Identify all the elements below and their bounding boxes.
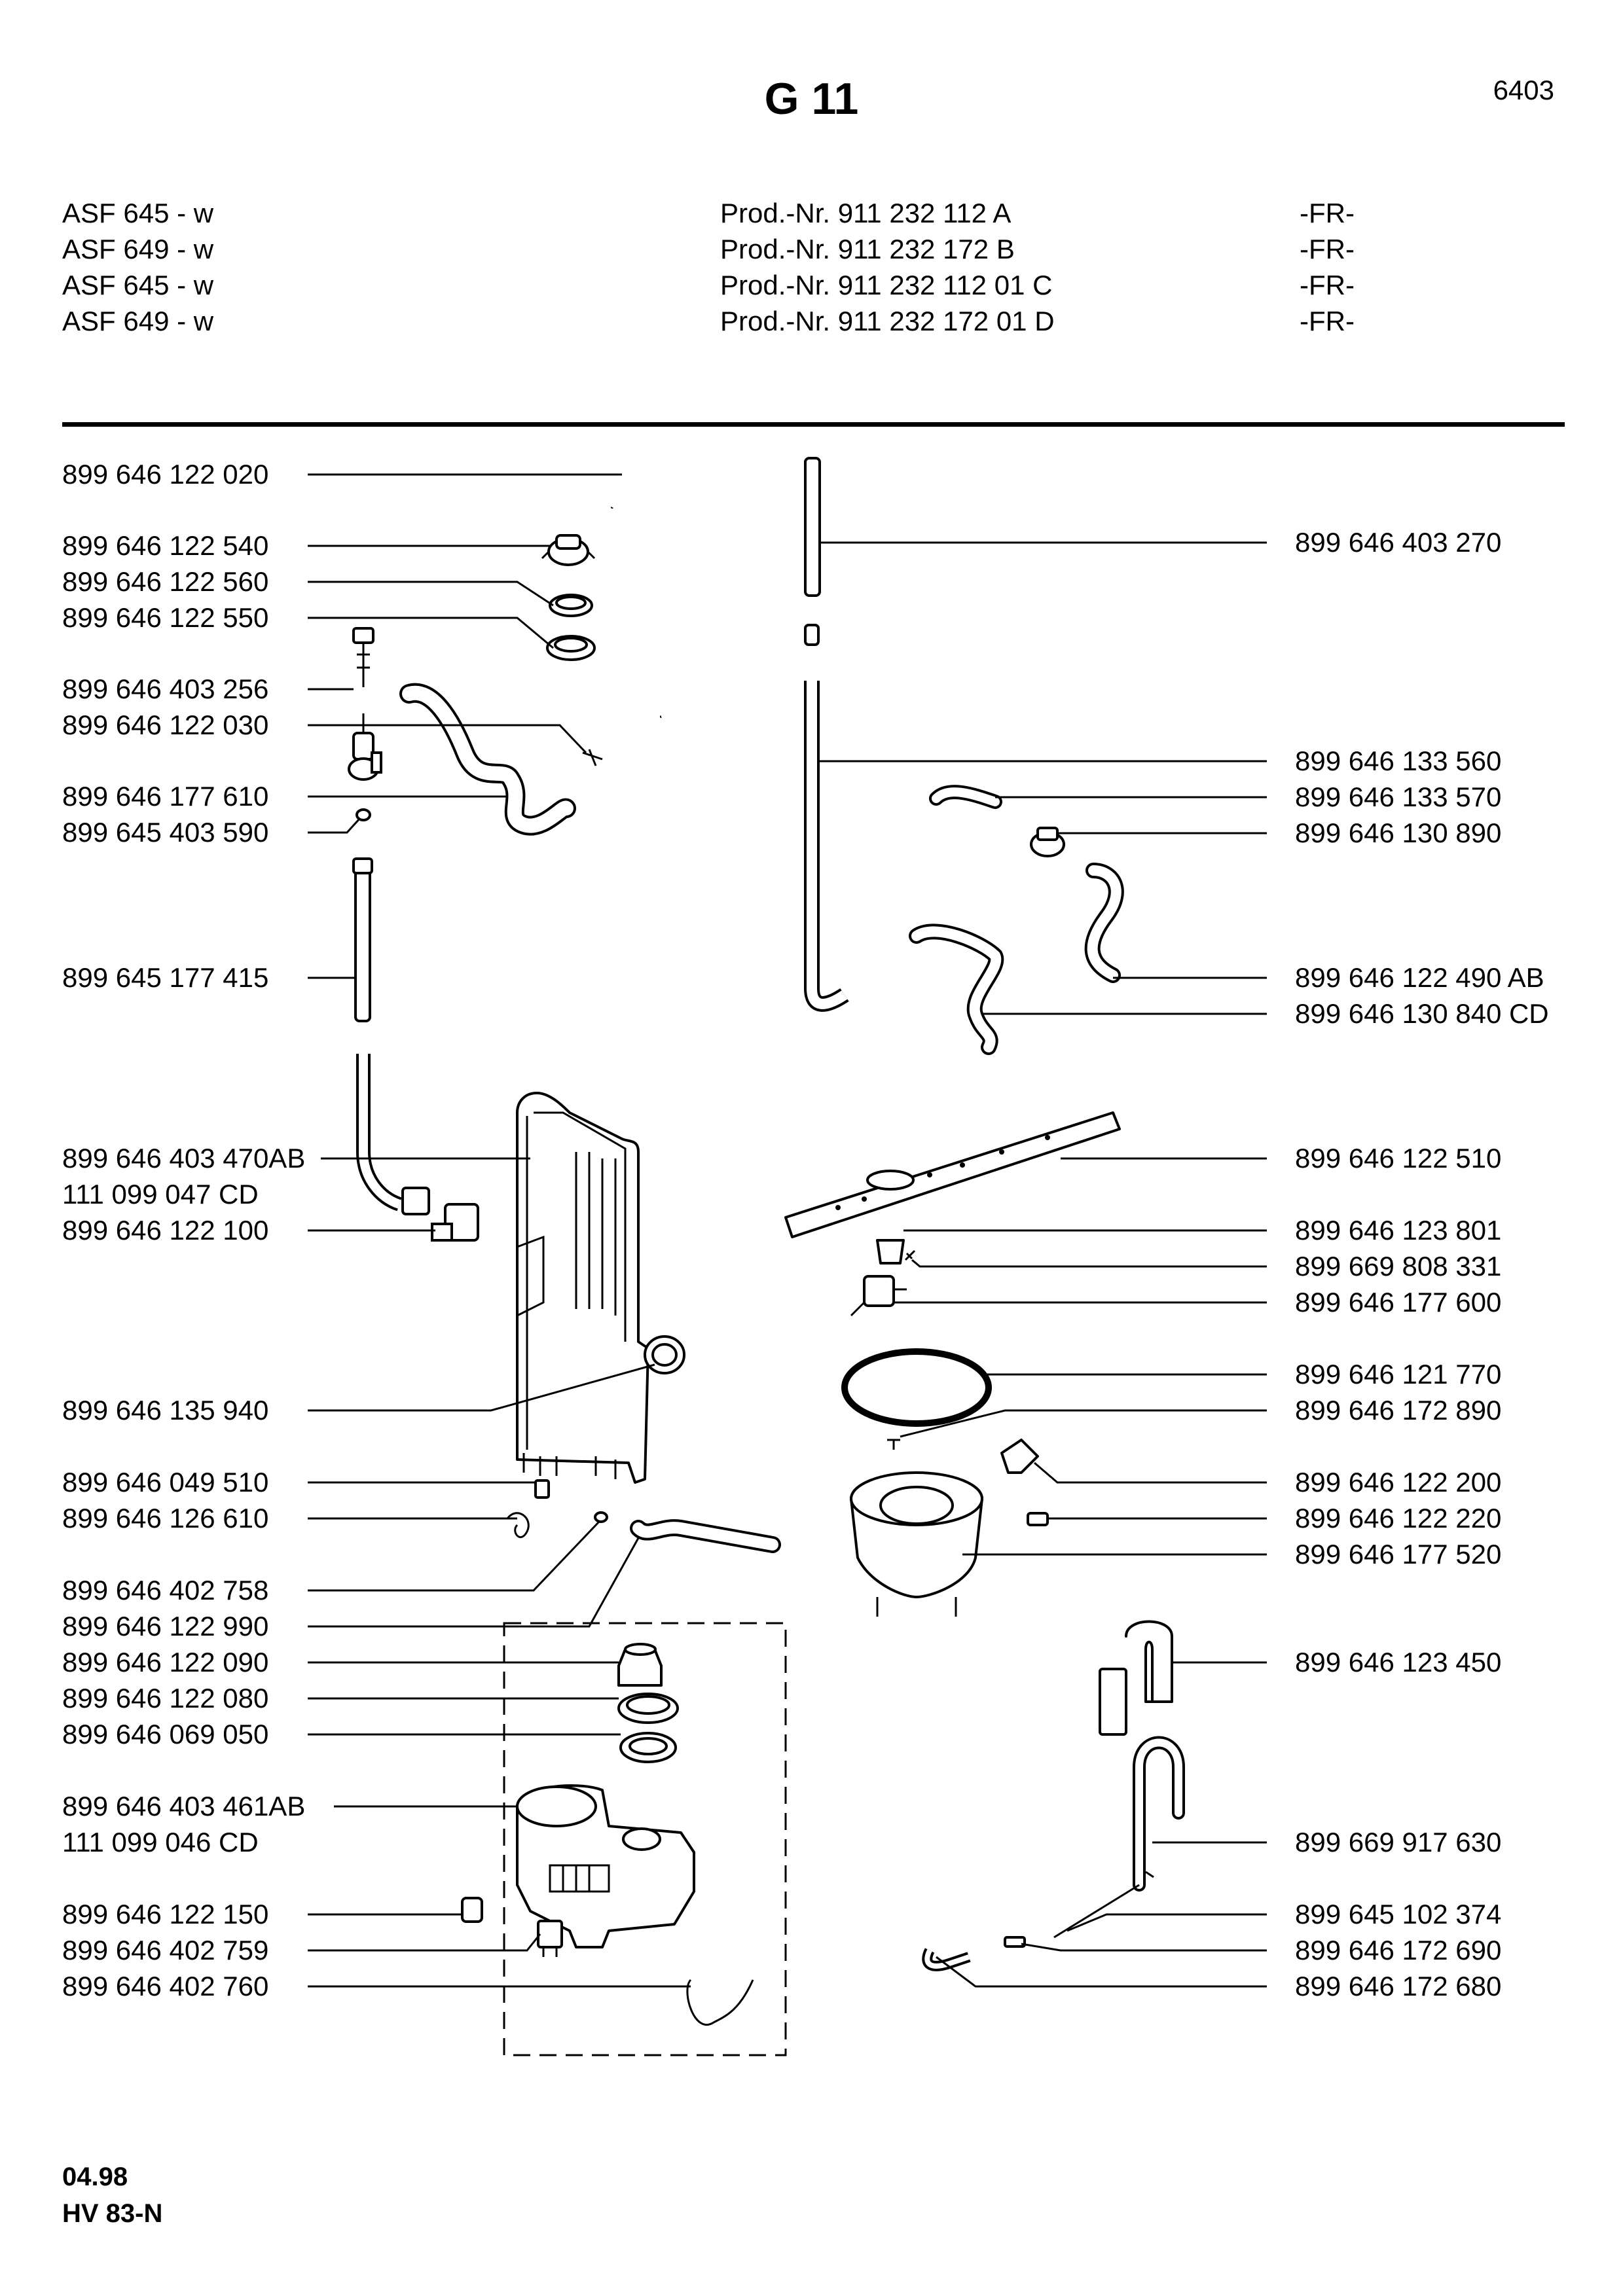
part-number: 899 645 102 374 — [1295, 1899, 1502, 1929]
part-number: 899 669 808 331 — [1295, 1251, 1502, 1282]
part-number: 899 646 122 030 — [62, 709, 269, 740]
part-number: 899 645 177 415 — [62, 962, 269, 993]
part-number: 899 646 122 220 — [1295, 1503, 1502, 1534]
part-number: 899 646 133 570 — [1295, 781, 1502, 812]
part-number: 899 646 123 450 — [1295, 1647, 1502, 1677]
part-number: 899 646 177 610 — [62, 781, 269, 812]
model-name: ASF 645 - w — [62, 198, 214, 228]
part-number: 899 646 069 050 — [62, 1719, 269, 1749]
part-number: 899 646 122 510 — [1295, 1143, 1502, 1174]
part-number: 899 646 130 840 CD — [1295, 998, 1549, 1029]
part-number: 899 646 402 758 — [62, 1575, 269, 1605]
part-number: 899 646 049 510 — [62, 1467, 269, 1498]
country-code: -FR- — [1300, 270, 1355, 300]
product-number: Prod.-Nr. 911 232 172 B — [720, 234, 1015, 264]
country-code: -FR- — [1300, 198, 1355, 228]
part-number: 899 646 122 560 — [62, 566, 269, 597]
part-number: 899 646 122 550 — [62, 602, 269, 633]
header-divider — [62, 422, 1565, 427]
part-number: 899 646 172 690 — [1295, 1935, 1502, 1965]
part-number: 899 646 135 940 — [62, 1395, 269, 1426]
part-number: 899 646 126 610 — [62, 1503, 269, 1534]
country-code: -FR- — [1300, 234, 1355, 264]
footer-date: 04.98 — [62, 2162, 128, 2191]
part-number: 899 646 122 020 — [62, 459, 269, 490]
part-number: 899 646 121 770 — [1295, 1359, 1502, 1390]
page-title: G 11 — [764, 74, 859, 124]
page-number: 6403 — [1493, 75, 1554, 105]
part-number: 899 646 403 470AB — [62, 1143, 306, 1174]
part-number: 899 646 122 080 — [62, 1683, 269, 1713]
part-number: 899 646 122 200 — [1295, 1467, 1502, 1498]
part-number: 899 646 123 801 — [1295, 1215, 1502, 1246]
part-number: 899 646 172 680 — [1295, 1971, 1502, 2001]
part-number: 899 646 403 461AB — [62, 1791, 306, 1821]
part-number: 899 646 122 150 — [62, 1899, 269, 1929]
part-number: 899 646 402 760 — [62, 1971, 269, 2001]
product-number: Prod.-Nr. 911 232 112 A — [720, 198, 1012, 228]
part-number: 899 646 122 100 — [62, 1215, 269, 1246]
part-number: 111 099 046 CD — [62, 1827, 259, 1857]
footer-code: HV 83-N — [62, 2199, 163, 2228]
footer: 04.98 HV 83-N — [62, 2159, 162, 2232]
country-code: -FR- — [1300, 306, 1355, 336]
part-number: 899 646 133 560 — [1295, 745, 1502, 776]
part-number: 899 646 402 759 — [62, 1935, 269, 1965]
part-number: 899 646 403 270 — [1295, 527, 1502, 558]
part-number: 899 646 130 890 — [1295, 817, 1502, 848]
part-number: 111 099 047 CD — [62, 1179, 259, 1210]
model-name: ASF 649 - w — [62, 234, 214, 264]
model-name: ASF 649 - w — [62, 306, 214, 336]
part-number: 899 646 172 890 — [1295, 1395, 1502, 1426]
part-number: 899 646 122 990 — [62, 1611, 269, 1641]
product-number: Prod.-Nr. 911 232 172 01 D — [720, 306, 1055, 336]
part-number: 899 646 122 540 — [62, 530, 269, 561]
part-number: 899 646 177 600 — [1295, 1287, 1502, 1318]
product-number: Prod.-Nr. 911 232 112 01 C — [720, 270, 1053, 300]
part-number: 899 646 122 090 — [62, 1647, 269, 1677]
part-number: 899 646 122 490 AB — [1295, 962, 1544, 993]
part-number: 899 669 917 630 — [1295, 1827, 1502, 1857]
part-number: 899 646 403 256 — [62, 673, 269, 704]
part-number: 899 645 403 590 — [62, 817, 269, 848]
model-name: ASF 645 - w — [62, 270, 214, 300]
part-number: 899 646 177 520 — [1295, 1539, 1502, 1570]
